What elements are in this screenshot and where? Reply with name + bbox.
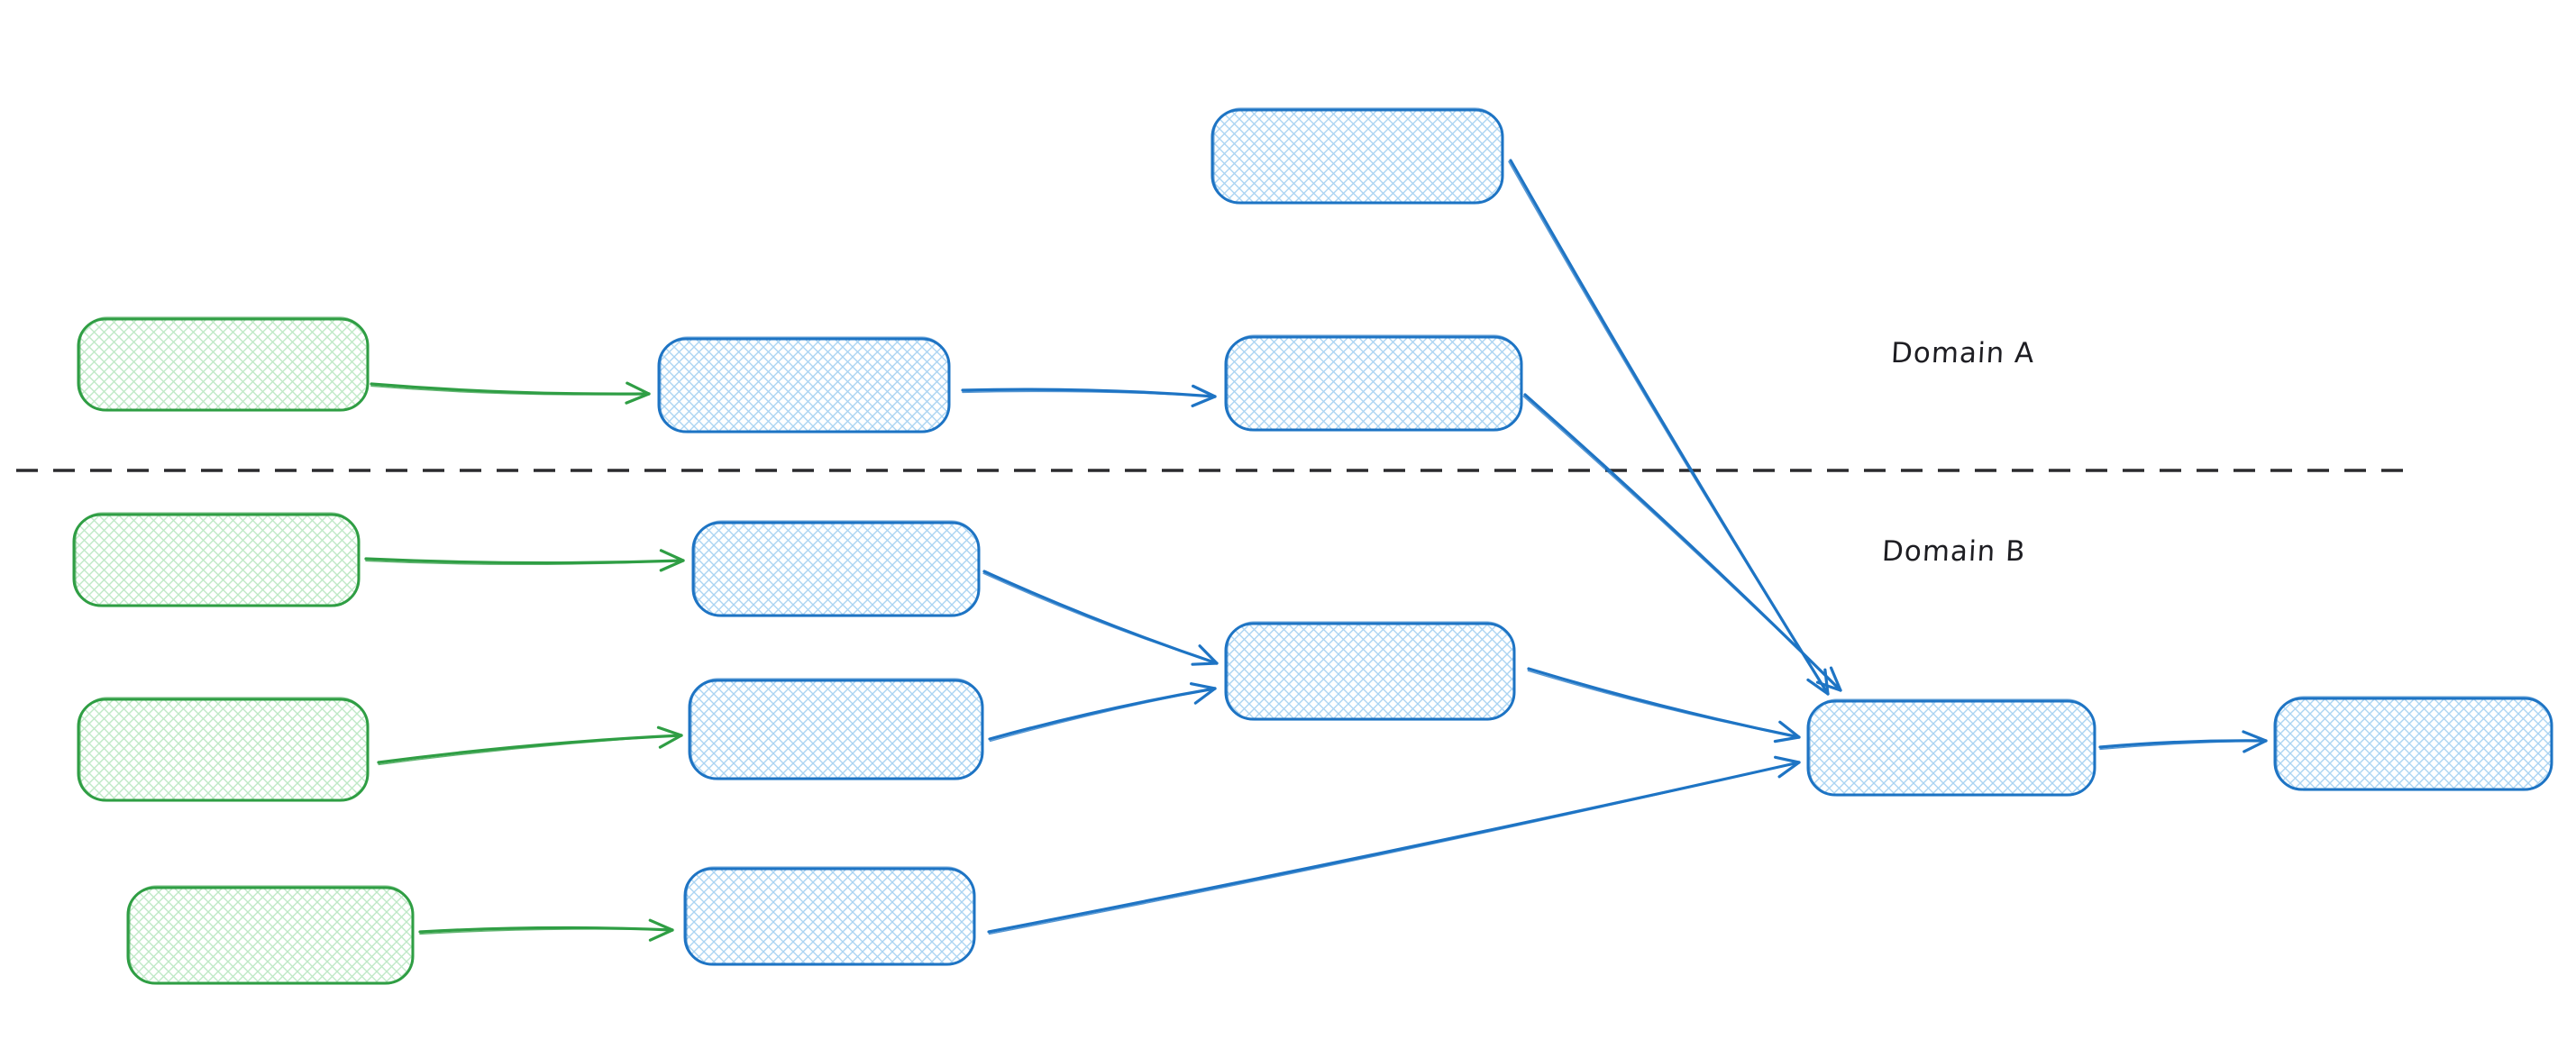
node-stage-a2[interactable]: [1224, 334, 1523, 432]
node-stage-b3[interactable]: [683, 866, 976, 966]
node-source-b3[interactable]: [126, 885, 415, 985]
node-final[interactable]: [2273, 696, 2553, 791]
edge-merge-b-to-join: [1527, 667, 1801, 743]
edge-stage-top-to-join: [1508, 159, 1830, 696]
node-source-a[interactable]: [77, 316, 370, 412]
node-stage-top[interactable]: [1210, 107, 1504, 205]
edge-stage-a2-to-join: [1522, 393, 1842, 692]
edge-source-b2-to-stage-b2: [377, 725, 683, 766]
edge-source-b3-to-stage-b3: [418, 918, 674, 942]
node-stage-b1[interactable]: [691, 520, 981, 617]
node-join[interactable]: [1806, 698, 2096, 797]
domain-a-label: Domain A: [1890, 337, 2036, 369]
edge-join-to-final: [2098, 730, 2268, 753]
node-stage-b2[interactable]: [688, 678, 984, 780]
node-merge-b[interactable]: [1224, 621, 1516, 721]
edge-stage-a1-to-stage-a2: [961, 384, 1217, 407]
node-stage-a1[interactable]: [657, 336, 951, 433]
edge-stage-b2-to-merge-b: [988, 682, 1217, 743]
edge-source-a-to-stage-a1: [370, 381, 651, 405]
edge-stage-b3-to-join: [987, 755, 1801, 935]
edge-source-b1-to-stage-b1: [364, 549, 685, 572]
domain-b-label: Domain B: [1881, 535, 2027, 568]
edge-stage-b1-to-merge-b: [982, 570, 1219, 666]
node-source-b2[interactable]: [77, 697, 370, 802]
node-source-b1[interactable]: [72, 512, 361, 607]
